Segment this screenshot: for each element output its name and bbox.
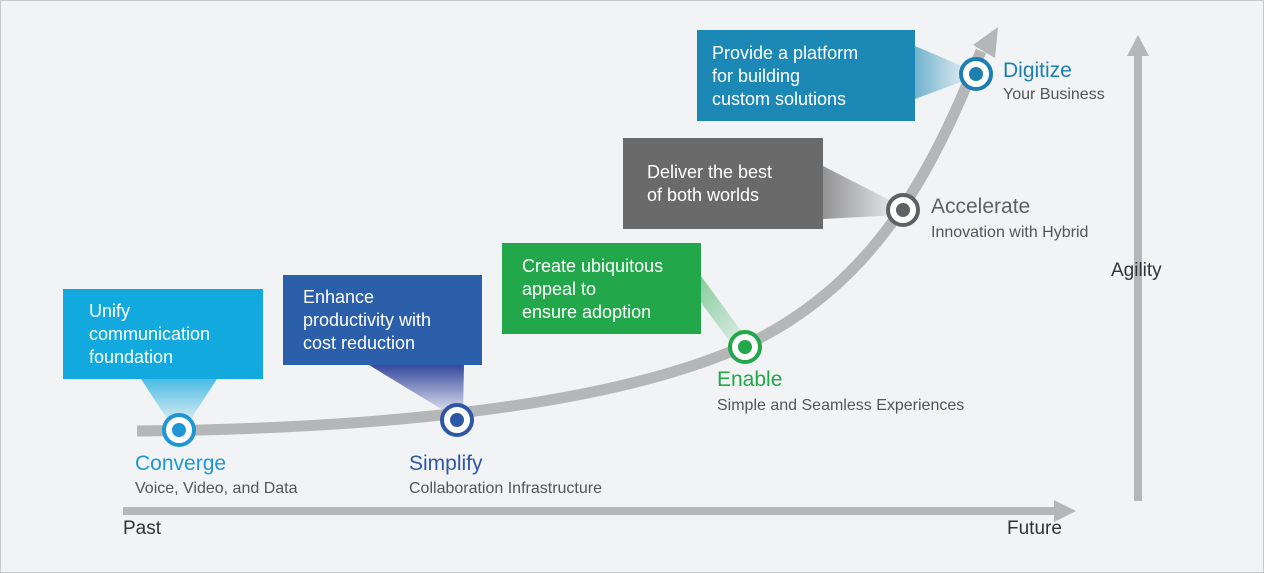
accelerate-title: Accelerate [931, 195, 1031, 218]
growth-curve [136, 48, 987, 437]
simplify-title: Simplify [409, 452, 483, 475]
digitize-marker [959, 57, 993, 91]
digitize-subtitle: Your Business [1003, 86, 1105, 103]
accelerate-marker [886, 193, 920, 227]
enable-title: Enable [717, 368, 783, 391]
enable-subtitle: Simple and Seamless Experiences [717, 397, 965, 414]
simplify-marker [440, 403, 474, 437]
growth-curve-arrowhead [973, 27, 998, 58]
accelerate-subtitle: Innovation with Hybrid [931, 224, 1089, 241]
converge-callout-beam [141, 379, 217, 425]
simplify-subtitle: Collaboration Infrastructure [409, 480, 602, 497]
converge-callout: Unify communication foundation [63, 289, 263, 379]
accelerate-callout: Deliver the best of both worlds [623, 138, 823, 229]
x-axis-start-label: Past [123, 518, 162, 539]
accelerate-callout-beam [823, 166, 899, 219]
x-axis-end-label: Future [1007, 518, 1062, 539]
converge-marker [162, 413, 196, 447]
y-axis-label: Agility [1111, 260, 1162, 281]
digitize-callout-beam [915, 46, 969, 99]
simplify-callout: Enhance productivity with cost reduction [283, 275, 482, 365]
digitize-title: Digitize [1003, 59, 1072, 82]
converge-subtitle: Voice, Video, and Data [135, 480, 298, 497]
converge-title: Converge [135, 452, 227, 475]
y-axis-arrow [1127, 35, 1149, 501]
enable-marker [728, 330, 762, 364]
x-axis-arrow [123, 500, 1076, 522]
simplify-callout-beam [369, 365, 464, 415]
enable-callout: Create ubiquitous appeal to ensure adopt… [502, 243, 701, 334]
digitize-callout: Provide a platform for building custom s… [697, 30, 915, 121]
